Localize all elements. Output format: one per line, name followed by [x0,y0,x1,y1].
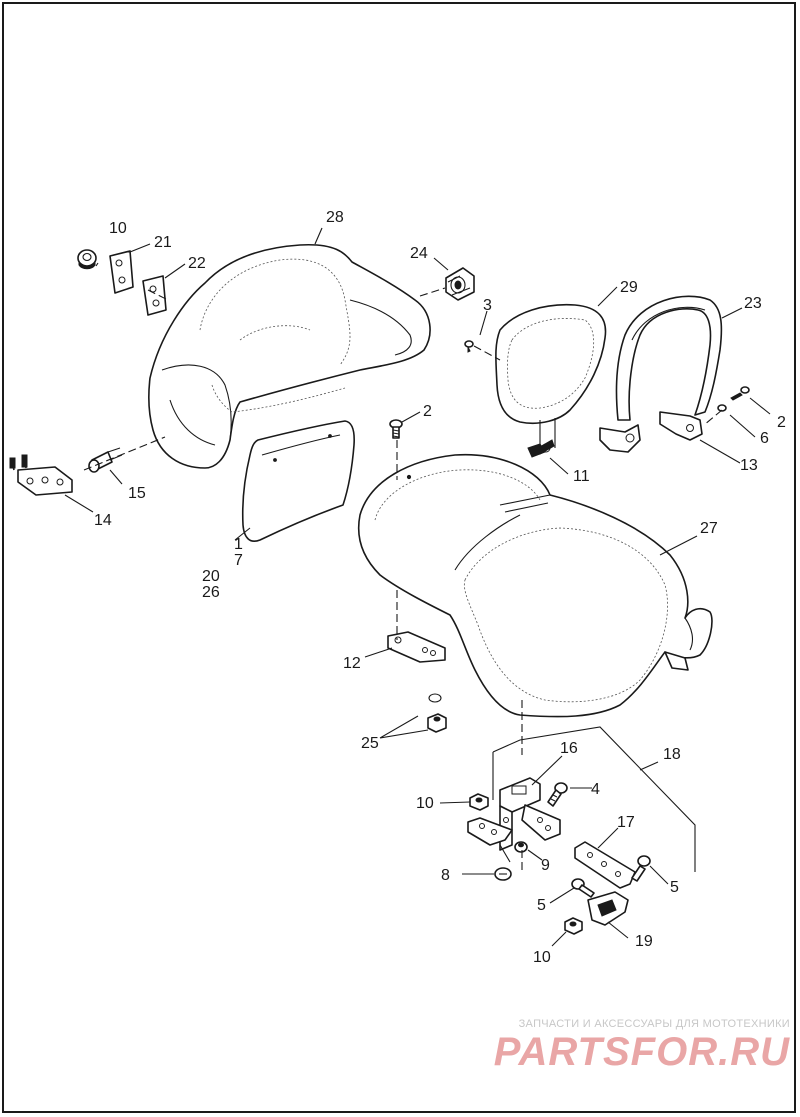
backrest-pad-28[interactable] [147,243,431,469]
callout-19: 19 [635,933,653,950]
washer-6[interactable] [717,404,727,412]
callout-4: 4 [591,781,600,798]
callout-12: 12 [343,655,361,672]
callout-1: 1 [234,536,243,553]
screw-3[interactable] [464,340,474,353]
callout-21: 21 [154,234,172,251]
bolt-5-left[interactable] [571,878,595,898]
callout-2-right: 2 [777,414,786,431]
callout-9: 9 [541,857,550,874]
callout-22: 22 [188,255,206,272]
callout-11: 11 [573,468,590,485]
bolt-4[interactable] [547,782,568,807]
mount-bracket-14[interactable] [9,454,73,496]
nut-10-middle[interactable] [469,793,489,811]
callout-17: 17 [617,814,635,831]
stud-15[interactable] [88,447,123,473]
watermark-subtitle: ЗАПЧАСТИ И АКСЕССУАРЫ ДЛЯ МОТОТЕХНИКИ [518,1018,790,1030]
callout-18: 18 [663,746,681,763]
bracket-21[interactable] [109,250,134,294]
callout-28: 28 [326,209,344,226]
bracket-17[interactable] [574,841,636,889]
alignment-lines [83,287,723,870]
callout-25: 25 [361,735,379,752]
nut-10-top[interactable] [77,249,97,270]
bracket-16[interactable] [499,777,561,851]
watermark-logo: PARTSFOR.RU [493,1030,790,1074]
nut-25[interactable] [427,693,447,733]
backrest-plate-1[interactable] [241,420,355,542]
callout-27: 27 [700,520,718,537]
callout-15: 15 [128,485,146,502]
callout-2-center: 2 [423,403,432,420]
callout-3: 3 [483,297,492,314]
bracket-12[interactable] [387,631,446,663]
callout-6: 6 [760,430,769,447]
screw-2-right[interactable] [730,386,750,401]
plate-16-lower[interactable] [467,817,513,863]
callout-10-top: 10 [109,220,127,237]
callout-24: 24 [410,245,428,262]
callout-8: 8 [441,867,450,884]
callout-23: 23 [744,295,762,312]
docking-nut-24[interactable] [445,267,475,301]
leader-lines [64,227,771,947]
callout-10-bottom: 10 [533,949,551,966]
screw-2-center[interactable] [389,419,403,439]
callout-13: 13 [740,457,758,474]
nut-9[interactable] [514,841,528,853]
bracket-22[interactable] [142,275,167,316]
callout-16: 16 [560,740,578,757]
upright-23[interactable] [599,295,723,453]
label-8[interactable] [494,867,512,881]
nut-10-bottom[interactable] [564,917,583,935]
callout-29: 29 [620,279,638,296]
seat-27[interactable] [357,453,713,718]
callout-20: 20 [202,568,220,585]
clamp-19[interactable] [587,891,629,926]
callout-26: 26 [202,584,220,601]
bolt-5-right[interactable] [631,855,651,882]
callout-10-middle: 10 [416,795,434,812]
hardware-11[interactable] [537,439,555,455]
driver-backrest-29[interactable] [495,303,607,458]
callout-14: 14 [94,512,112,529]
watermark: ЗАПЧАСТИ И АКСЕССУАРЫ ДЛЯ МОТОТЕХНИКИ PA… [470,1018,790,1074]
callout-5-left: 5 [537,897,546,914]
callout-labels: 28 24 3 29 23 10 21 22 2 2 6 13 11 27 15… [94,209,786,966]
callout-7: 7 [234,552,243,569]
callout-5-right: 5 [670,879,679,896]
